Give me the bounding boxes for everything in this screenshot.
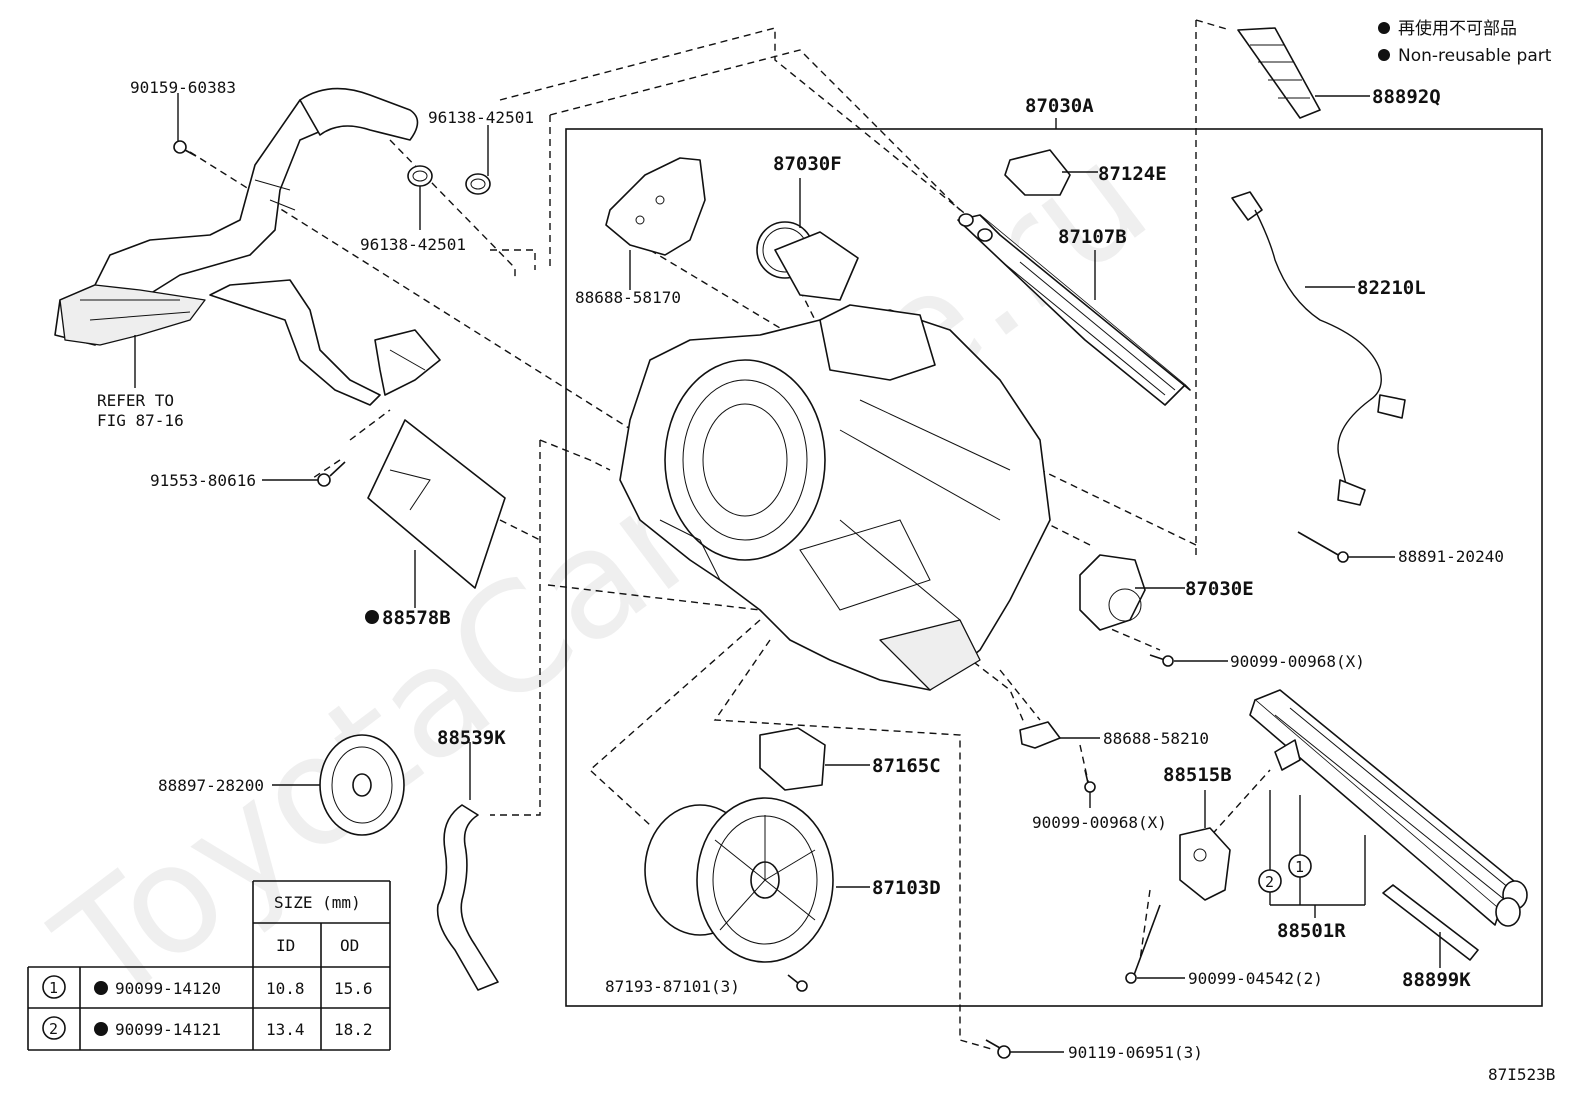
label-87107B: 87107B (1058, 226, 1127, 248)
label-90099-04542: 90099-04542(2) (1188, 969, 1323, 988)
screw-87193-87101 (787, 974, 808, 992)
screw-90159-60383 (173, 93, 197, 157)
pad-88578B (367, 419, 506, 608)
table-header-size: SIZE (mm) (274, 893, 361, 912)
servo-87030E (1079, 554, 1185, 631)
label-88539K: 88539K (437, 727, 506, 749)
filter-88892Q (1237, 27, 1370, 119)
label-87030A: 87030A (1025, 95, 1094, 117)
non-reusable-dot-88578B (365, 610, 379, 624)
hvac-case-drawing (619, 304, 1051, 691)
bolt-90099-04542 (1125, 904, 1185, 984)
screw-90099-00968-a (1149, 654, 1228, 667)
label-87103D: 87103D (872, 877, 941, 899)
label-87193-87101: 87193-87101(3) (605, 977, 740, 996)
label-fig-ref: FIG 87-16 (97, 411, 184, 430)
valve-88515B (1179, 790, 1231, 901)
sensor-88891-20240 (1297, 531, 1395, 563)
table-row-1-od: 15.6 (334, 979, 373, 998)
label-90099-00968-b: 90099-00968(X) (1032, 813, 1167, 832)
hose-88539K (436, 742, 499, 991)
size-table: SIZE (mm) ID OD 1 90099-14120 10.8 15.6 … (27, 880, 391, 1051)
evaporator-88501R (1249, 689, 1528, 927)
label-88501R: 88501R (1277, 920, 1346, 942)
clamp-96138-42501-b (407, 165, 433, 230)
label-88891-20240: 88891-20240 (1398, 547, 1504, 566)
legend-dot-2 (1378, 49, 1390, 61)
label-88688-58210: 88688-58210 (1103, 729, 1209, 748)
callout-2: 2 (1265, 873, 1274, 891)
label-87165C: 87165C (872, 755, 941, 777)
label-96138-42501-a: 96138-42501 (428, 108, 534, 127)
legend-dot-1 (1378, 22, 1390, 34)
label-90099-00968-a: 90099-00968(X) (1230, 652, 1365, 671)
table-row-1-ref: 1 (49, 979, 58, 997)
legend: 再使用不可部品 Non-reusable part (1378, 18, 1552, 66)
module-87165C (759, 727, 870, 791)
duct-assembly-drawing (54, 87, 441, 406)
label-82210L: 82210L (1357, 277, 1426, 299)
label-91553-80616: 91553-80616 (150, 471, 256, 490)
table-row-1-dot (94, 981, 108, 995)
grommet-88897-28200 (272, 734, 405, 836)
screw-90119-06951 (985, 1039, 1064, 1059)
label-96138-42501-b: 96138-42501 (360, 235, 466, 254)
table-row-2-dot (94, 1022, 108, 1036)
o-ring-callouts: 2 1 (1258, 790, 1366, 918)
assembly-frame (565, 128, 1543, 1007)
table-row-1-id: 10.8 (266, 979, 305, 998)
label-87124E: 87124E (1098, 163, 1167, 185)
label-88897-28200: 88897-28200 (158, 776, 264, 795)
bracket-88899K (1382, 884, 1479, 968)
label-87030F: 87030F (773, 153, 842, 175)
servo-87030F (756, 178, 859, 301)
callout-1: 1 (1295, 858, 1304, 876)
table-row-2-od: 18.2 (334, 1020, 373, 1039)
table-row-2-id: 13.4 (266, 1020, 305, 1039)
label-90119-06951: 90119-06951(3) (1068, 1043, 1203, 1062)
blower-87103D (644, 797, 870, 963)
heater-core-87107B (957, 213, 1191, 406)
screw-90099-00968-b (1084, 769, 1096, 808)
clamp-96138-42501-a (465, 125, 491, 195)
table-header-od: OD (340, 936, 359, 955)
connector-87124E (1004, 149, 1098, 196)
legend-japanese: 再使用不可部品 (1398, 18, 1517, 39)
legend-english: Non-reusable part (1398, 46, 1552, 66)
figure-code: 87I523B (1488, 1065, 1555, 1084)
label-87030E: 87030E (1185, 578, 1254, 600)
table-row-1-part: 90099-14120 (115, 979, 221, 998)
bracket-88688-58210 (1019, 721, 1100, 749)
dashed-guides (189, 19, 1271, 1051)
screw-91553-80616 (262, 461, 346, 487)
label-88578B: 88578B (382, 607, 451, 629)
label-90159-60383: 90159-60383 (130, 78, 236, 97)
label-88892Q: 88892Q (1372, 86, 1441, 108)
label-88688-58170: 88688-58170 (575, 288, 681, 307)
table-row-2-part: 90099-14121 (115, 1020, 221, 1039)
label-refer-to: REFER TO (97, 391, 174, 410)
label-88899K: 88899K (1402, 969, 1471, 991)
harness-82210L (1231, 191, 1406, 506)
bracket-88688-58170 (605, 157, 706, 290)
table-header-id: ID (276, 936, 295, 955)
label-88515B: 88515B (1163, 764, 1232, 786)
table-row-2-ref: 2 (49, 1020, 58, 1038)
